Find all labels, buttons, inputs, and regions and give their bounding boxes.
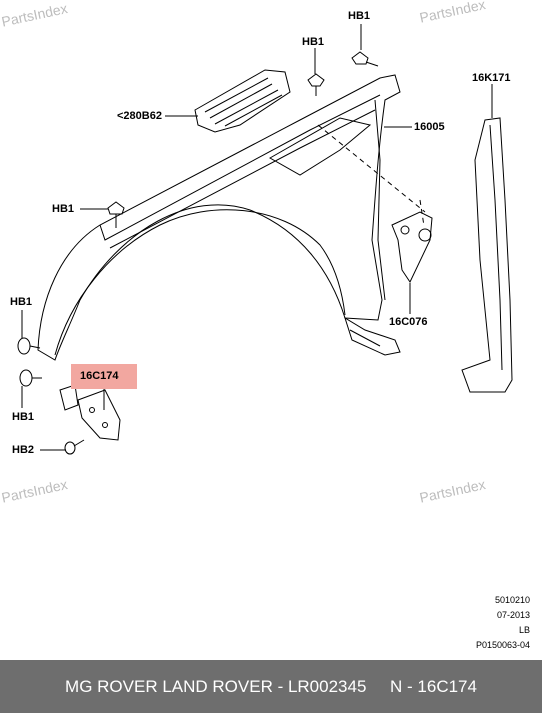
label-16c076: 16C076 (389, 316, 428, 328)
highlight-16c174 (71, 364, 137, 389)
label-hb1-mid: HB1 (302, 36, 325, 48)
meta-code: 5010210 (494, 595, 530, 605)
fastener-hb1-bottom (19, 369, 42, 387)
label-hb1-lower: HB1 (10, 296, 33, 308)
meta-date: 07-2013 (496, 610, 530, 620)
fastener-hb1-mid (307, 73, 325, 96)
footer-text: MG ROVER LAND ROVER - LR002345 N - 16C17… (65, 676, 477, 696)
fender-panel (37, 74, 401, 361)
label-hb1-left: HB1 (52, 203, 75, 215)
fastener-hb2 (64, 439, 85, 455)
footer-bar: MG ROVER LAND ROVER - LR002345 N - 16C17… (0, 660, 542, 713)
label-hb2: HB2 (12, 444, 35, 456)
label-16k171: 16K171 (472, 72, 511, 84)
fastener-hb1-left (107, 201, 125, 228)
vent-grille (194, 69, 291, 133)
fastener-hb1-low (17, 337, 41, 355)
meta-ref: P0150063-04 (475, 640, 530, 650)
label-hb1-bottom: HB1 (12, 411, 35, 423)
bracket-16c174 (77, 389, 121, 441)
label-280b62: <280B62 (117, 110, 162, 122)
fastener-hb1-top (351, 51, 379, 67)
parts-diagram (17, 24, 513, 455)
label-hb1-top: HB1 (348, 10, 371, 22)
label-16005: 16005 (414, 121, 445, 133)
seal-16k171 (461, 117, 513, 393)
label-16c174: 16C174 (80, 370, 119, 382)
bracket-16c076 (391, 211, 433, 284)
meta-lb: LB (518, 625, 530, 635)
